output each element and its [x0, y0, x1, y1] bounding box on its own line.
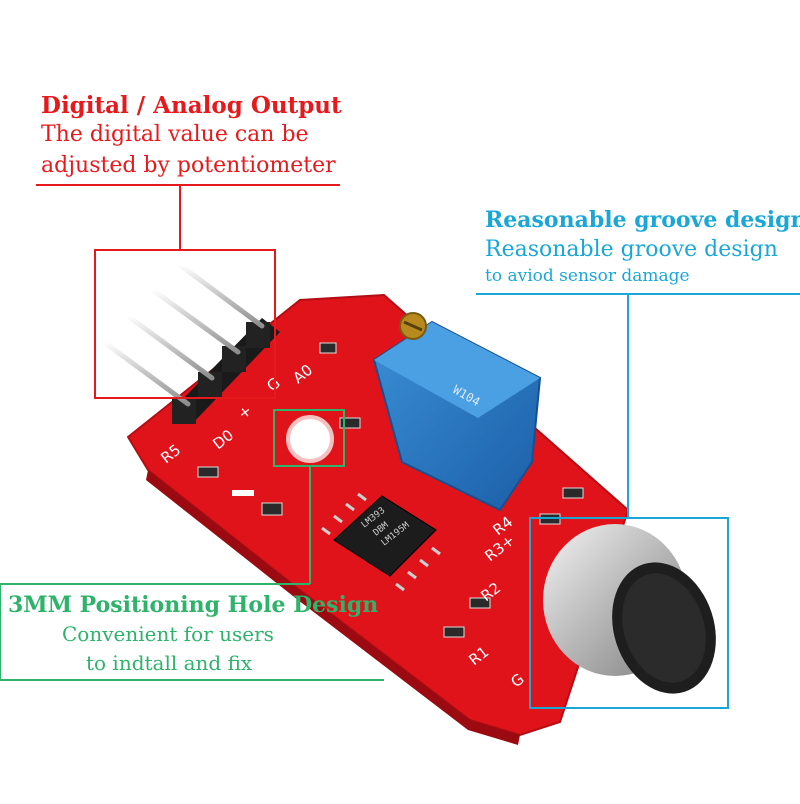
groove-callout-frame [476, 293, 800, 709]
hole-callout-title: 3MM Positioning Hole Design [8, 592, 379, 618]
comparator-chip [321, 492, 441, 592]
output-callout-line2: adjusted by potentiometer [41, 153, 336, 178]
hole-callout-line2: to indtall and fix [86, 651, 253, 675]
microphone [543, 524, 716, 694]
output-callout-line1: The digital value can be [41, 122, 309, 147]
groove-callout-line1: Reasonable groove design [485, 237, 778, 262]
mounting-hole [286, 415, 334, 463]
hole-callout-line1: Convenient for users [62, 622, 274, 646]
output-callout-frame [36, 184, 340, 399]
potentiometer [372, 312, 542, 512]
hole-callout-frame [0, 409, 384, 681]
header-pins [101, 262, 265, 407]
output-callout-title: Digital / Analog Output [41, 92, 342, 119]
groove-callout-title: Reasonable groove design [485, 207, 800, 233]
groove-callout-line2: to aviod sensor damage [485, 266, 690, 286]
